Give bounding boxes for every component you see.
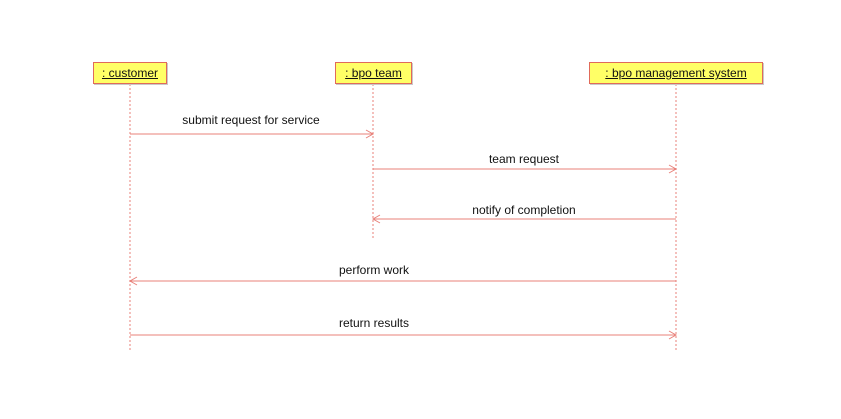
lifeline-box-customer: : customer — [93, 62, 167, 84]
message-label-team-request: team request — [488, 152, 560, 166]
lifeline-box-bpo-team: : bpo team — [335, 62, 412, 84]
lifeline-label-bpo-management-system: : bpo management system — [605, 66, 747, 80]
message-label-notify-of-completion: notify of completion — [472, 203, 576, 217]
lifeline-box-bpo-management-system: : bpo management system — [589, 62, 763, 84]
message-return-results-arrow — [130, 330, 678, 340]
message-notify-of-completion-arrow — [371, 214, 676, 224]
message-label-return-results: return results — [338, 316, 410, 330]
lifeline-label-bpo-team: : bpo team — [345, 66, 402, 80]
lifeline-label-customer: : customer — [101, 66, 158, 80]
message-perform-work-arrow — [128, 276, 676, 286]
message-team-request-arrow — [373, 164, 678, 174]
message-label-perform-work: perform work — [338, 263, 410, 277]
message-submit-request-arrow — [130, 129, 375, 139]
message-label-submit-request: submit request for service — [182, 113, 320, 127]
